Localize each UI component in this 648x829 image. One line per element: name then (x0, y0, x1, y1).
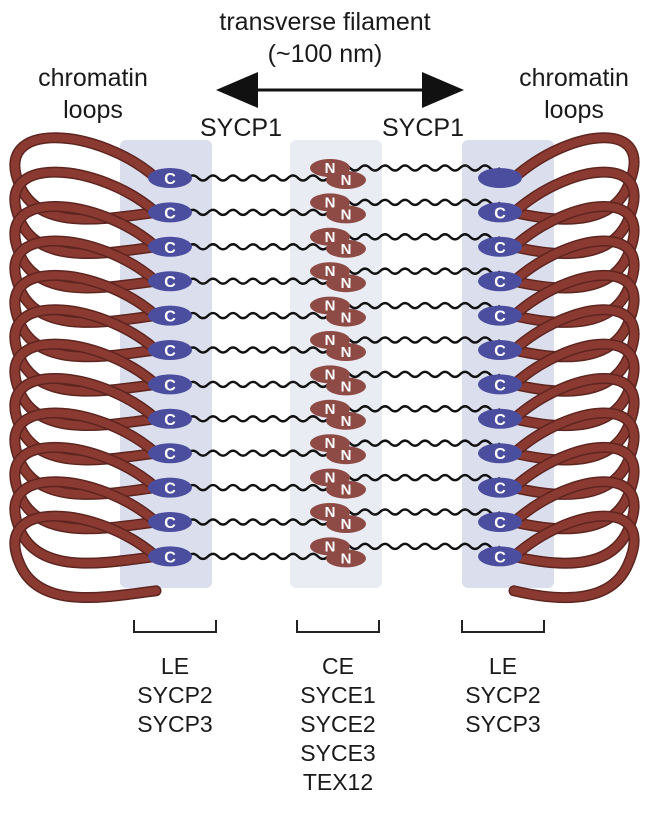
c-terminus-label: C (164, 171, 176, 188)
c-terminus-label: C (494, 481, 506, 498)
ce-protein: SYCE1 (283, 681, 393, 710)
sycp1-left-label: SYCP1 (186, 114, 296, 142)
left-le-protein: SYCP2 (120, 681, 230, 710)
ce-protein: TEX12 (283, 768, 393, 797)
n-terminus-label: N (341, 241, 352, 258)
c-terminus-label: C (164, 412, 176, 429)
left-le-components: LE SYCP2 SYCP3 (120, 652, 230, 739)
c-terminus-label: C (494, 515, 506, 532)
right-le-components: LE SYCP2 SYCP3 (448, 652, 558, 739)
c-terminus-label: C (164, 274, 176, 291)
c-terminus-label: C (164, 481, 176, 498)
right-le-title: LE (448, 652, 558, 681)
n-terminus-label: N (341, 413, 352, 430)
right-le-protein: SYCP3 (448, 710, 558, 739)
c-terminus-label: C (164, 446, 176, 463)
c-terminus-label: C (494, 274, 506, 291)
c-terminus-label: C (494, 343, 506, 360)
chromatin-loops-right-label-line1: chromatin (500, 64, 648, 92)
sycp1-right-label: SYCP1 (368, 114, 478, 142)
c-terminus-label: C (494, 549, 506, 566)
ce-protein: SYCE3 (283, 739, 393, 768)
right-le-bracket (462, 620, 544, 632)
right-le-protein: SYCP2 (448, 681, 558, 710)
n-terminus-label: N (341, 344, 352, 361)
ce-bracket (297, 620, 379, 632)
c-terminus-label: C (494, 377, 506, 394)
n-terminus-label: N (341, 550, 352, 567)
n-terminus-label: N (341, 378, 352, 395)
left-le-title: LE (120, 652, 230, 681)
ce-title: CE (283, 652, 393, 681)
n-terminus-label: N (341, 206, 352, 223)
c-terminus-label: C (164, 205, 176, 222)
chromatin-loops-right-label-line2: loops (500, 96, 648, 124)
c-terminus-label: C (494, 412, 506, 429)
ce-protein: SYCE2 (283, 710, 393, 739)
left-le-protein: SYCP3 (120, 710, 230, 739)
c-terminus-label: C (494, 446, 506, 463)
chromatin-loops-left-label-line2: loops (18, 96, 168, 124)
c-terminus-label: C (494, 205, 506, 222)
n-terminus-label: N (341, 447, 352, 464)
c-terminus-label: C (164, 549, 176, 566)
n-terminus-label: N (341, 310, 352, 327)
c-terminus-label: C (494, 240, 506, 257)
c-terminus-label: C (164, 240, 176, 257)
diagram-title-line1: transverse filament (195, 8, 455, 36)
left-le-bracket (134, 620, 216, 632)
n-terminus-label: N (341, 482, 352, 499)
c-terminus-label: C (164, 343, 176, 360)
c-terminus-label: C (164, 309, 176, 326)
ce-components: CE SYCE1 SYCE2 SYCE3 TEX12 (283, 652, 393, 797)
c-terminus-label: C (494, 309, 506, 326)
n-terminus-label: N (341, 275, 352, 292)
c-terminus-marker (478, 168, 522, 188)
n-terminus-label: N (341, 516, 352, 533)
c-terminus-label: C (164, 377, 176, 394)
diagram-title-line2: (~100 nm) (220, 40, 430, 68)
chromatin-loops-left-label-line1: chromatin (18, 64, 168, 92)
c-terminus-label: C (164, 515, 176, 532)
n-terminus-label: N (341, 172, 352, 189)
